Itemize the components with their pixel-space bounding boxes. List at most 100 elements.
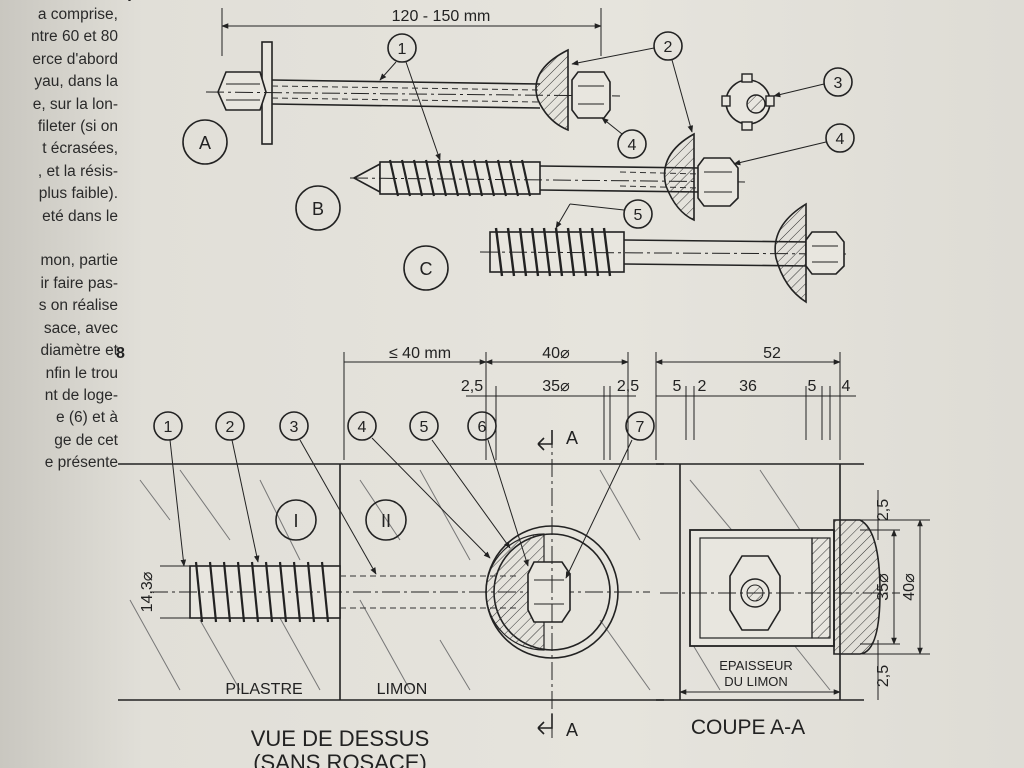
dim-d4: 5 [808,378,817,395]
top-view-wood [118,463,664,701]
top-view-lag-screw: 14,3⌀ [139,561,650,623]
figure-8-number: 8 [116,345,125,362]
view-b-label: B [295,185,341,231]
text-line: plus faible). [38,185,118,203]
section-view: EPAISSEUR DU LIMON [656,463,900,701]
dim-top-gap: 2,5 [875,499,892,521]
callout-5: 5 [555,199,653,229]
section-marker-top: A [537,428,578,451]
svg-text:4: 4 [358,419,367,436]
caption-top-view: VUE DE DESSUS [251,726,430,751]
dim-side-inner: 35⌀ [875,573,892,601]
text-line: ge de cet [54,431,118,449]
dim-inner-diameter: 35⌀ [542,378,570,395]
section-marker-bottom: A [537,714,578,740]
text-line: e, sur la lon- [32,95,118,113]
view-letter: A [199,133,211,153]
text-line: ir faire pas- [40,274,118,292]
dim-d2: 2 [698,378,707,395]
callout-4b: 4 [733,123,855,166]
dim-left-gap: 2,5 [461,378,483,395]
top-view-rosace [485,430,619,740]
view-letter: C [420,259,433,279]
svg-text:II: II [381,511,391,531]
text-line: s on réalise [38,297,118,315]
text-line: erce d'abord [32,50,118,68]
text-line: yau, dans la [34,73,118,91]
dim-side-outer: 40⌀ [901,573,918,601]
svg-text:5: 5 [634,207,643,224]
dim-right-gap: 2,5 [617,378,639,395]
lag-screw-b [349,132,749,222]
label-epaisseur-2: DU LIMON [724,674,788,689]
left-column-text: a comprise, ntre 60 et 80 erce d'abord y… [0,4,118,475]
dim-bottom-gap: 2,5 [875,665,892,687]
view-a-label: A [182,119,228,165]
caption-top-view-sub: (SANS ROSACE) [253,750,427,768]
dim-total: 52 [763,345,781,362]
callout-4a: 4 [601,117,647,159]
callout-3: 3 [773,67,853,98]
callout-7: 7 [565,411,655,579]
callout-1: 1 [153,411,187,567]
svg-text:2: 2 [226,419,235,436]
callout-2: 2 [215,411,260,563]
callout-1: 1 [379,33,441,161]
text-line: , et la résis- [37,162,118,180]
label-epaisseur-1: EPAISSEUR [719,658,792,673]
callout-5: 5 [409,411,511,549]
text-line: eté dans le [42,207,118,225]
text-line: t écrasées, [42,140,118,158]
text-line: mon, partie [40,252,118,270]
svg-text:6: 6 [478,419,487,436]
top-dimensions: ≤ 40 mm 40⌀ 35⌀ 2,5 2,5 52 5 2 36 5 4 [343,345,856,460]
callout-4: 4 [347,411,491,559]
svg-text:A: A [566,720,578,740]
view-letter: B [312,199,324,219]
svg-text:3: 3 [290,419,299,436]
svg-text:7: 7 [636,419,645,436]
dimension-text: 120 - 150 mm [392,8,491,25]
text-line: a comprise, [37,6,118,23]
dim-outer-diameter: 40⌀ [542,345,570,362]
callout-3: 3 [279,411,377,575]
dim-d1: 5 [673,378,682,395]
view-c-label: C [403,245,449,291]
text-line: fileter (si on [37,118,118,136]
castle-nut-icon [721,73,775,131]
dim-d5: 4 [842,378,851,395]
caption-section: COUPE A-A [691,716,805,739]
figure-7-number: 7 [126,0,135,6]
svg-text:A: A [566,428,578,448]
label-limon: LIMON [377,681,428,698]
svg-text:2: 2 [664,39,673,56]
side-dimensions: 2,5 35⌀ 40⌀ 2,5 [860,490,930,700]
text-line: diamètre et [40,342,118,360]
callout-2: 2 [571,31,694,133]
svg-text:1: 1 [398,41,407,58]
text-line: ntre 60 et 80 [30,28,118,46]
dim-d3: 36 [739,378,757,395]
dim-max-length: ≤ 40 mm [389,345,451,362]
svg-text:I: I [293,511,298,531]
svg-text:4: 4 [628,137,637,154]
svg-text:1: 1 [164,419,173,436]
svg-text:4: 4 [836,131,845,148]
svg-text:3: 3 [834,75,843,92]
roman-i: I [275,499,317,541]
roman-ii: II [365,499,407,541]
dim-bolt-diameter: 14,3⌀ [139,571,156,612]
text-line: e présente [44,454,118,472]
threaded-insert-c [479,202,847,304]
callout-6: 6 [467,411,529,567]
text-line: e (6) et à [55,409,118,427]
dimension-120-150: 120 - 150 mm [221,8,602,56]
text-line: nt de loge- [44,386,118,404]
text-line: nfin le trou [45,364,118,382]
bolt-a [205,41,621,145]
svg-text:5: 5 [420,419,429,436]
text-line: sace, avec [43,319,118,337]
